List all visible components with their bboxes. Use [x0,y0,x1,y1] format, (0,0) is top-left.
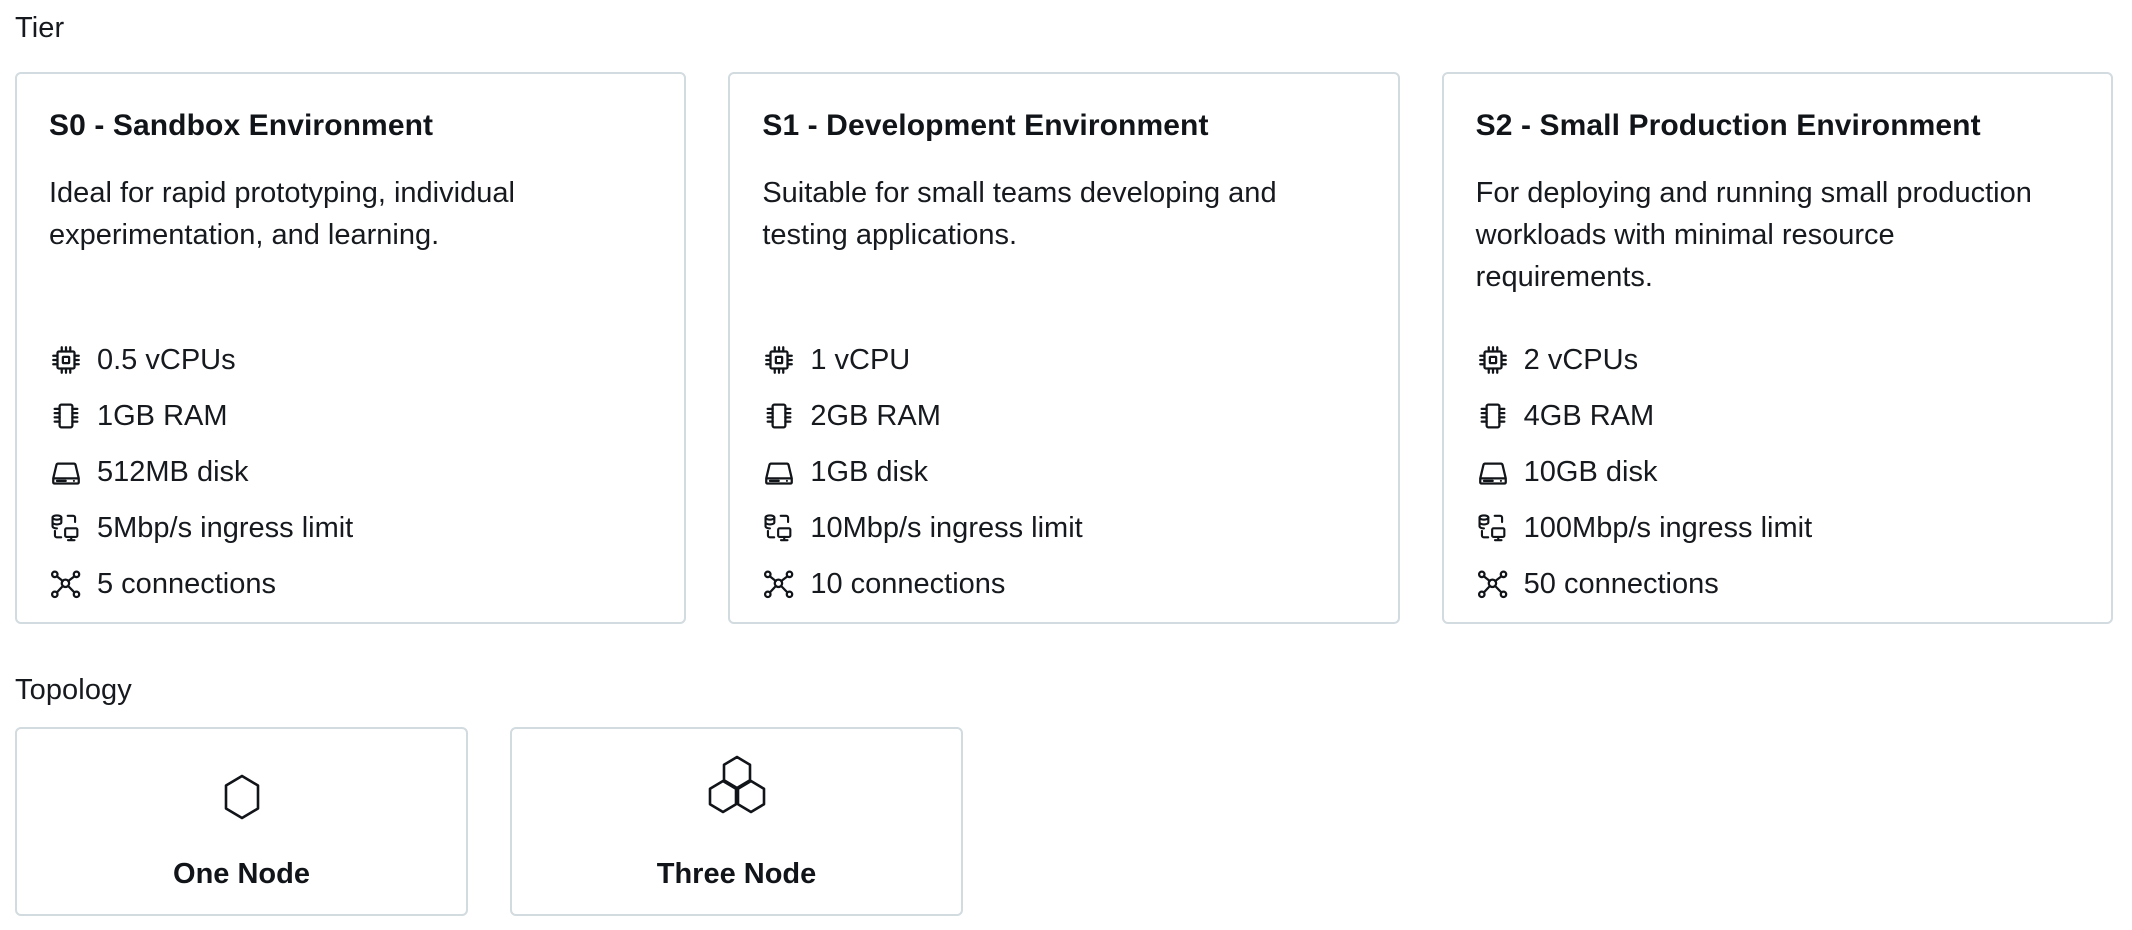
spec-row-cpu: 2 vCPUs [1476,332,2079,388]
topology-card-label: One Node [173,858,310,890]
connections-icon [1476,567,1510,601]
spec-row-ingress: 5Mbp/s ingress limit [49,500,652,556]
disk-icon [1476,455,1510,489]
topology-card-three-node[interactable]: Three Node [510,727,963,916]
spec-value: 10Mbp/s ingress limit [810,512,1083,544]
spec-value: 5 connections [97,568,276,600]
spec-row-memory: 1GB RAM [49,388,652,444]
cpu-icon [1476,343,1510,377]
tier-card-title: S2 - Small Production Environment [1475,109,1981,142]
tier-card-title: S0 - Sandbox Environment [49,109,434,142]
spec-value: 2 vCPUs [1523,344,1639,376]
spec-value: 50 connections [1523,568,1719,600]
ingress-icon [762,511,796,545]
spec-row-memory: 4GB RAM [1476,388,2079,444]
tier-spec-list: 0.5 vCPUs 1GB RAM [49,332,652,612]
topology-card-label: Three Node [656,858,817,890]
spec-value: 1GB RAM [97,400,228,432]
memory-icon [1476,399,1510,433]
spec-row-connections: 5 connections [49,556,652,612]
spec-value: 0.5 vCPUs [97,344,236,376]
spec-row-memory: 2GB RAM [762,388,1365,444]
spec-row-cpu: 1 vCPU [762,332,1365,388]
spec-value: 2GB RAM [810,400,941,432]
cpu-icon [49,343,83,377]
spec-row-connections: 10 connections [762,556,1365,612]
spec-value: 5Mbp/s ingress limit [97,512,354,544]
spec-row-disk: 1GB disk [762,444,1365,500]
topology-card-list: One Node Three Node [15,727,963,916]
spec-value: 4GB RAM [1523,400,1655,432]
tier-spec-list: 1 vCPU 2GB RAM [762,332,1365,612]
ingress-icon [1476,511,1510,545]
tier-card-description: Suitable for small teams developing and … [762,177,1277,251]
disk-icon [762,455,796,489]
tier-card-title: S1 - Development Environment [762,109,1209,142]
spec-value: 512MB disk [97,456,249,488]
memory-icon [49,399,83,433]
connections-icon [762,567,796,601]
topology-section-label: Topology [15,674,132,706]
disk-icon [49,455,83,489]
spec-value: 10GB disk [1523,456,1658,488]
tier-card-list: S0 - Sandbox Environment Ideal for rapid… [15,72,2113,624]
topology-card-one-node[interactable]: One Node [15,727,468,916]
tier-card-s0[interactable]: S0 - Sandbox Environment Ideal for rapid… [15,72,687,624]
spec-value: 10 connections [810,568,1006,600]
spec-row-cpu: 0.5 vCPUs [49,332,652,388]
tier-card-s1[interactable]: S1 - Development Environment Suitable fo… [728,72,1400,624]
connections-icon [49,567,83,601]
spec-row-ingress: 100Mbp/s ingress limit [1476,500,2079,556]
spec-row-connections: 50 connections [1476,556,2079,612]
tier-section-label: Tier [15,12,65,44]
tier-card-description: For deploying and running small producti… [1475,177,2032,293]
spec-value: 1GB disk [810,456,928,488]
three-node-hexagon-icon [697,755,777,839]
spec-value: 1 vCPU [810,344,911,376]
spec-row-ingress: 10Mbp/s ingress limit [762,500,1365,556]
spec-row-disk: 10GB disk [1476,444,2079,500]
one-node-hexagon-icon [220,755,264,839]
spec-row-disk: 512MB disk [49,444,652,500]
memory-icon [762,399,796,433]
tier-spec-list: 2 vCPUs 4GB RAM [1476,332,2079,612]
spec-value: 100Mbp/s ingress limit [1523,512,1813,544]
tier-card-s2[interactable]: S2 - Small Production Environment For de… [1441,72,2113,624]
tier-card-description: Ideal for rapid prototyping, individual … [49,177,515,251]
ingress-icon [49,511,83,545]
cpu-icon [762,343,796,377]
